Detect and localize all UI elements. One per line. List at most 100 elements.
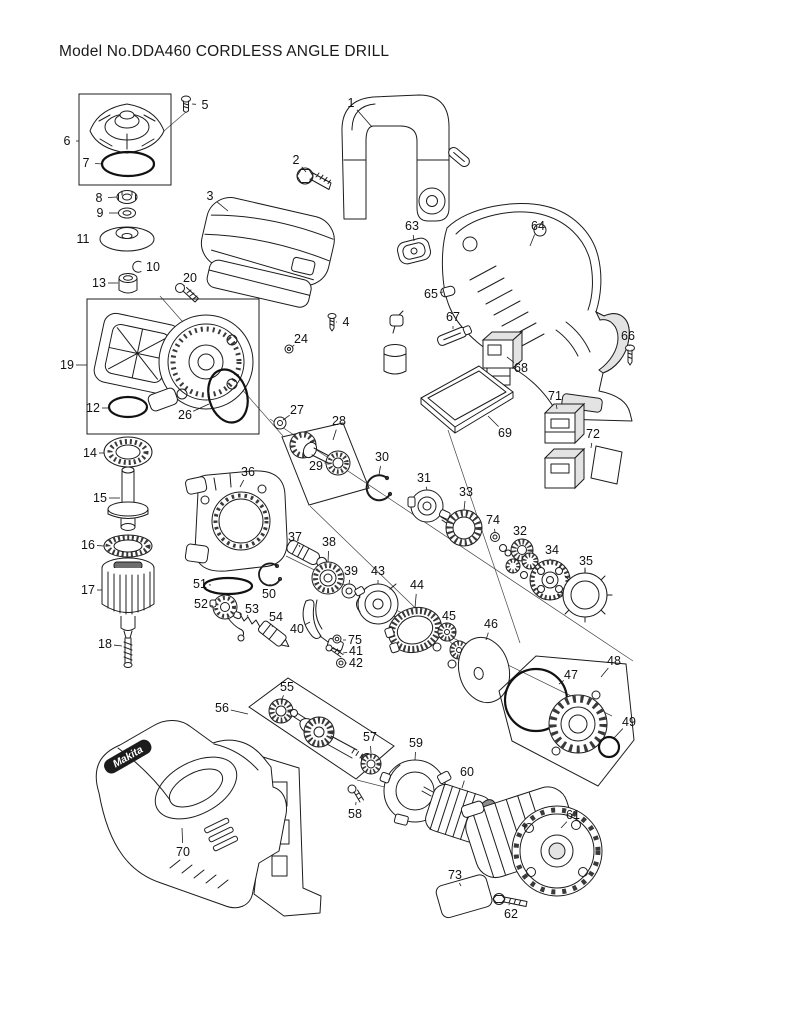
part-69-leader-line [487, 415, 499, 427]
part-label-19: 19 [60, 358, 74, 372]
part-label-9: 9 [97, 206, 104, 220]
screw-66-drawing [625, 344, 635, 366]
bearing-55-drawing [268, 698, 294, 724]
part-label-63: 63 [405, 219, 419, 233]
washer-9-drawing [118, 207, 136, 219]
screw-58-drawing [347, 784, 364, 803]
part-30-leader-line [378, 465, 381, 476]
bit-67-drawing [436, 325, 473, 346]
part-label-67: 67 [446, 310, 460, 324]
part-label-15: 15 [93, 491, 107, 505]
clip-10-drawing [132, 260, 142, 273]
screw-4-drawing [327, 313, 337, 332]
part-label-66: 66 [621, 329, 635, 343]
part-label-42: 42 [349, 656, 363, 670]
part-label-28: 28 [332, 414, 346, 428]
lever-65-drawing [440, 285, 456, 298]
retainer-48-drawing [548, 690, 608, 756]
nut-74-drawing [490, 532, 512, 557]
bearing-57-drawing [360, 753, 382, 775]
flange-11-drawing [99, 226, 155, 252]
spindle-stack-parts [99, 190, 155, 294]
gear-assembly-56-drawing [290, 709, 373, 765]
part-label-55: 55 [280, 680, 294, 694]
part-label-12: 12 [86, 401, 100, 415]
part-label-31: 31 [417, 471, 431, 485]
part-61-leader-line [560, 821, 568, 829]
part-label-11: 11 [77, 232, 90, 246]
tray-69-drawing [420, 365, 514, 434]
part-label-36: 36 [241, 465, 255, 479]
part-label-26: 26 [178, 408, 192, 422]
part-72-leader-line [590, 442, 593, 449]
part-label-49: 49 [622, 715, 636, 729]
part-1-leader-line [356, 109, 373, 128]
part-label-50: 50 [262, 587, 276, 601]
part-37-leader-line [298, 544, 301, 548]
part-label-46: 46 [484, 617, 498, 631]
part-18-leader-line [113, 644, 123, 647]
part-29-leader-line [324, 461, 329, 464]
part-label-32: 32 [513, 524, 527, 538]
part-39-leader-line [348, 579, 351, 585]
part-label-69: 69 [498, 426, 512, 440]
part-label-54: 54 [269, 610, 283, 624]
part-label-59: 59 [409, 736, 423, 750]
part-52-leader-line [209, 605, 214, 607]
bearing-14-drawing [103, 436, 153, 468]
o-ring-12-drawing [107, 395, 149, 419]
part-74-leader-line [494, 528, 496, 533]
part-label-2: 2 [293, 153, 300, 167]
part-26-leader-line [193, 403, 210, 412]
part-73-leader-line [458, 882, 462, 887]
part-label-38: 38 [322, 535, 336, 549]
part-label-39: 39 [344, 564, 358, 578]
part-label-71: 71 [548, 389, 562, 403]
gear-housing-36-drawing [184, 470, 288, 572]
grease-tube-drawing [383, 310, 407, 375]
pin-24-drawing [284, 344, 294, 354]
handle-1-drawing [341, 94, 470, 222]
part-label-65: 65 [424, 287, 438, 301]
part-label-70: 70 [176, 845, 190, 859]
part-47-leader-line [558, 680, 565, 685]
motor-housing-61-drawing [460, 786, 603, 897]
part-label-7: 7 [83, 156, 90, 170]
part-label-3: 3 [207, 189, 214, 203]
part-label-51: 51 [193, 577, 207, 591]
part-label-43: 43 [371, 564, 385, 578]
part-label-74: 74 [486, 513, 500, 527]
screw-20-drawing [175, 283, 199, 303]
angle-head-assembly-drawing [93, 312, 254, 412]
part-label-6: 6 [64, 134, 71, 148]
disc-46-drawing [457, 636, 511, 704]
housing-64-drawing [441, 203, 633, 422]
part-54-leader-line [271, 625, 274, 628]
part-label-35: 35 [579, 554, 593, 568]
part-label-64: 64 [531, 219, 545, 233]
fastener-75-41-42-drawing [325, 634, 346, 668]
selector-52-drawing [209, 594, 245, 642]
o-ring-49-drawing [597, 735, 621, 759]
spindle-15-drawing [107, 466, 149, 531]
part-label-52: 52 [194, 597, 208, 611]
armature-17-drawing [101, 557, 155, 639]
o-ring-26-drawing [207, 368, 249, 424]
part-33-leader-line [463, 500, 466, 511]
part-36-leader-line [239, 479, 245, 488]
part-label-5: 5 [202, 98, 209, 112]
bushing-13-drawing [118, 273, 138, 294]
motor-cover-3-drawing [200, 197, 335, 308]
gear-head-group [86, 298, 260, 435]
part-label-40: 40 [290, 622, 304, 636]
part-70-leader-line [181, 827, 184, 844]
bevel-gear-group [273, 416, 370, 506]
part-label-37: 37 [288, 530, 302, 544]
planet-gears-45-drawing [432, 622, 469, 669]
part-label-14: 14 [83, 446, 97, 460]
terminal-71-drawing [543, 402, 586, 490]
o-ring-51-drawing [202, 576, 254, 596]
switch-68-drawing [481, 330, 524, 386]
part-46-leader-line [485, 632, 489, 641]
